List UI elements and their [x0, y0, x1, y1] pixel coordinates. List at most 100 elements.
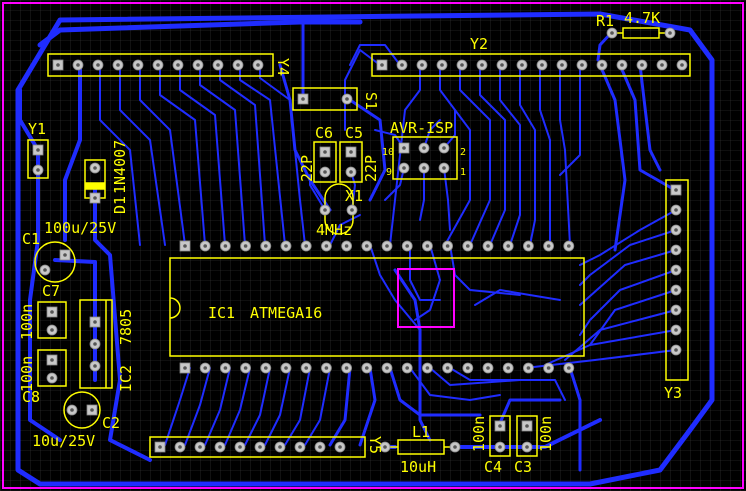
isp-pad-hole [442, 146, 446, 150]
ic1-top-pad-hole [304, 244, 309, 248]
c6-pad-hole [323, 150, 327, 154]
l1-pad-hole [383, 445, 387, 449]
ic1-bottom-pad-hole [284, 366, 288, 370]
y5-pad-hole [158, 445, 162, 449]
ic1-bottom-pad-hole [324, 366, 329, 370]
ic1-bottom-pad-hole [526, 366, 531, 370]
y2-pad-hole [480, 63, 484, 67]
y4-pad-hole [156, 63, 160, 67]
y5-pad-hole [218, 445, 222, 449]
label-c8-value: 100n [18, 356, 36, 392]
label-c8: C8 [22, 388, 40, 406]
selection-highlight[interactable] [397, 268, 455, 328]
y3-pad-hole [674, 188, 678, 192]
y2-pad-hole [640, 63, 644, 67]
s1-pad-hole [301, 97, 305, 101]
ic1-top-pad-hole [466, 244, 470, 248]
y3-pad-hole [674, 248, 678, 252]
y5-pad-hole [258, 445, 262, 449]
y4-pad-hole [96, 63, 100, 67]
label-c6-value: 22P [298, 155, 316, 182]
c7-pad-hole [50, 310, 54, 314]
ic1-bottom-pad-hole [445, 366, 450, 370]
c1-pad-hole [63, 253, 67, 257]
cap-c3-outline [516, 415, 538, 457]
label-r1-value: 4.7K [624, 9, 660, 27]
y3-pad-hole [674, 208, 678, 212]
cap-c6-outline [313, 141, 337, 183]
label-c5: C5 [345, 124, 363, 142]
label-c1-value: 100u/25V [44, 219, 116, 237]
label-c2: C2 [102, 414, 120, 432]
y2-pad-hole [540, 63, 544, 67]
s1-pad-hole [345, 97, 349, 101]
c7-pad-hole [50, 328, 54, 332]
c1-pad-hole [43, 268, 47, 272]
isp-pad-hole [422, 146, 426, 150]
d1-pad-hole [93, 196, 97, 200]
label-y1: Y1 [28, 120, 46, 138]
y4-pad-hole [216, 63, 220, 67]
y2-pad-hole [460, 63, 464, 67]
trace-power-regulator [93, 188, 152, 462]
y3-pad-hole [674, 268, 678, 272]
label-y4: Y4 [274, 58, 292, 76]
isp-pad-hole [402, 146, 406, 150]
ic1-top-pad-hole [567, 244, 571, 248]
header-y4-outline [47, 53, 274, 77]
y4-pad-hole [56, 63, 60, 67]
label-y3: Y3 [664, 384, 682, 402]
label-ic1-value: ATMEGA16 [250, 304, 322, 322]
y5-pad-hole [198, 445, 202, 449]
ic1-top-pad-hole [344, 244, 349, 248]
ic1-top-pad-hole [486, 244, 490, 248]
ic1-outline [169, 257, 585, 357]
label-c4: C4 [484, 458, 502, 476]
cap-c1-outline [34, 241, 76, 283]
ic1-bottom-pad-hole [385, 366, 389, 370]
y2-pad-hole [560, 63, 564, 67]
y2-pad-hole [400, 63, 404, 67]
label-isp-pin-1: 1 [460, 167, 466, 178]
y2-pad-hole [520, 63, 524, 67]
y3-pad-hole [674, 328, 678, 332]
label-s1: S1 [362, 92, 380, 110]
ic1-top-pad-hole [243, 244, 248, 248]
y2-pad-hole [380, 63, 384, 67]
ic1-top-pad-hole [183, 244, 187, 248]
ic1-notch [169, 297, 181, 319]
ic1-bottom-pad-hole [344, 366, 349, 370]
ic1-top-pad-hole [506, 244, 511, 248]
y2-pad-hole [500, 63, 504, 67]
label-c3: C3 [514, 458, 532, 476]
d1-pad-hole [93, 166, 97, 170]
ic1-top-pad-hole [264, 244, 268, 248]
c2-pad-hole [70, 408, 74, 412]
l1-pad-hole [453, 445, 457, 449]
cap-c4-outline [489, 415, 511, 457]
label-c3-value: 100n [537, 416, 555, 452]
label-ic2: IC2 [117, 365, 135, 392]
y2-pad-hole [600, 63, 604, 67]
label-ic1: IC1 [208, 304, 235, 322]
x1-pad-hole [350, 208, 354, 212]
y5-pad-hole [298, 445, 302, 449]
isp-header-outline [392, 136, 458, 180]
ic1-bottom-pad-hole [405, 366, 410, 370]
label-d1-value: 1N4007 [111, 140, 129, 194]
c8-pad-hole [50, 376, 54, 380]
y4-pad-hole [116, 63, 120, 67]
ic1-bottom-pad-hole [243, 366, 248, 370]
ic1-bottom-pad-hole [425, 366, 430, 370]
label-y2: Y2 [470, 35, 488, 53]
y5-pad-hole [178, 445, 182, 449]
cap-c7-outline [37, 301, 67, 339]
label-c5-value: 22P [362, 155, 380, 182]
cap-c8-outline [37, 349, 67, 387]
c4-pad-hole [498, 445, 502, 449]
label-ic2-value: 7805 [117, 309, 135, 345]
c8-pad-hole [50, 358, 54, 362]
ic1-bottom-pad-hole [203, 366, 207, 370]
